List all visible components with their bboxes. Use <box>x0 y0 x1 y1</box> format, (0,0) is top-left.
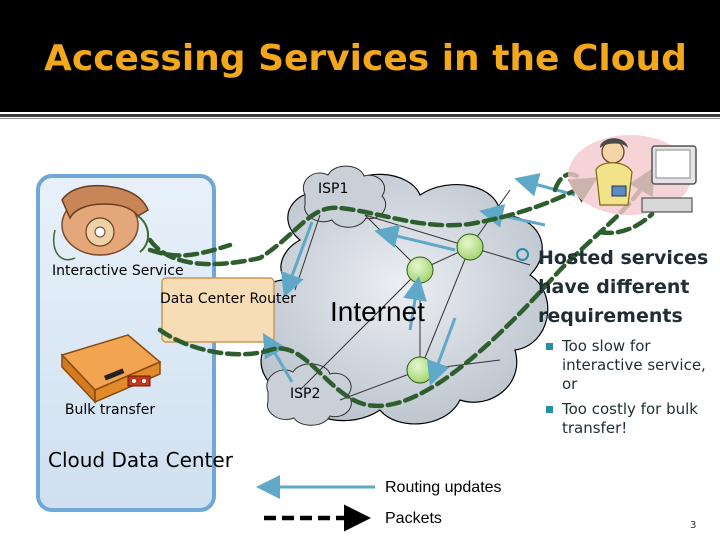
bullet-sub-text: Too costly for bulk transfer! <box>562 400 698 437</box>
bulk-transfer-label: Bulk transfer <box>64 402 156 418</box>
isp2-label: ISP2 <box>290 386 321 402</box>
legend-packets-label: Packets <box>385 510 442 527</box>
user-at-computer-icon <box>568 135 697 215</box>
bullet-main-text: Hosted services have different requireme… <box>538 247 709 327</box>
bullet-circle-marker <box>516 248 529 261</box>
legend-routing-updates-label: Routing updates <box>385 479 502 496</box>
title-rule-thin <box>0 118 720 119</box>
title-rule <box>0 114 720 117</box>
router-node <box>406 256 434 284</box>
slide-title: Accessing Services in the Cloud <box>44 38 687 79</box>
page-number: 3 <box>690 520 697 531</box>
bullet-main: Hosted services have different requireme… <box>516 244 716 331</box>
data-center-router <box>161 277 275 343</box>
bullet-sub: Too costly for bulk transfer! <box>516 400 716 438</box>
router-node <box>406 356 434 384</box>
title-bar <box>0 0 720 112</box>
bullet-square-marker <box>546 343 553 350</box>
bullet-sub-text: Too slow for interactive service, or <box>562 337 706 393</box>
routing-update-arrows <box>262 173 576 386</box>
bullet-square-marker <box>546 406 553 413</box>
isp1-label: ISP1 <box>318 181 349 197</box>
bullet-sub: Too slow for interactive service, or <box>516 337 716 394</box>
bullet-list: Hosted services have different requireme… <box>516 244 716 438</box>
data-center-router-label: Data Center Router <box>160 291 296 307</box>
telephone-icon <box>53 184 149 261</box>
router-node <box>456 233 484 261</box>
packet-paths <box>147 167 655 409</box>
internet-label: Internet <box>330 296 425 327</box>
modem-icon <box>60 334 162 404</box>
cloud-data-center-label: Cloud Data Center <box>48 448 233 472</box>
interactive-service-label: Interactive Service <box>52 263 184 279</box>
